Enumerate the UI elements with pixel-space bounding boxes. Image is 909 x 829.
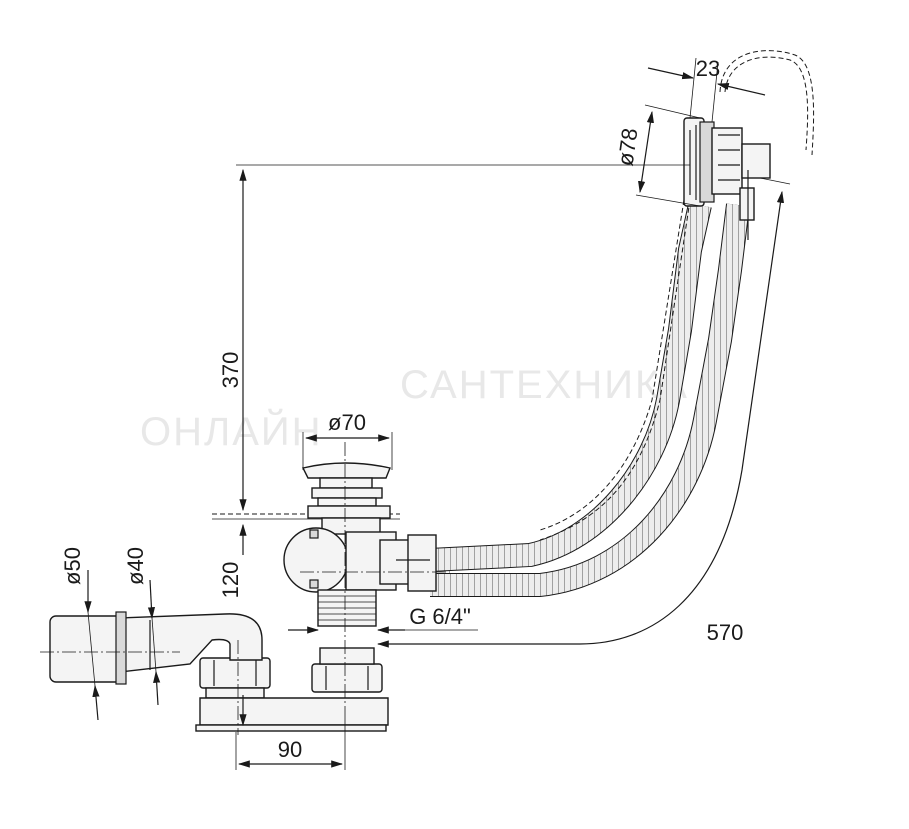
dim-o40-label: ø40 xyxy=(123,547,148,585)
dim-120-label: 120 xyxy=(218,562,243,599)
dim-23-label: 23 xyxy=(696,56,720,81)
dim-o50: ø50 xyxy=(60,547,100,721)
bath-wall-outline-2 xyxy=(719,50,815,156)
watermark-line2: ОНЛАЙН xyxy=(140,408,323,454)
dim-o50-label: ø50 xyxy=(60,547,85,585)
dim-o78-label: ø78 xyxy=(613,126,643,167)
dim-370-label: 370 xyxy=(218,352,243,389)
dim-thread-label: G 6/4" xyxy=(409,604,471,629)
dim-570: 570 xyxy=(376,177,791,648)
drain-valve xyxy=(283,462,437,627)
trap-assembly xyxy=(49,611,389,732)
bath-wall-outline xyxy=(724,56,809,151)
dim-o78: ø78 xyxy=(613,104,701,207)
dim-370: 370 xyxy=(218,164,690,512)
dim-570-label: 570 xyxy=(707,620,744,645)
dim-120: 120 xyxy=(218,523,247,727)
dim-o40: ø40 xyxy=(123,547,161,706)
watermark-line1: САНТЕХНИКА xyxy=(400,363,689,407)
dim-90: 90 xyxy=(235,720,346,770)
dim-o70-label: ø70 xyxy=(328,410,366,435)
dim-o70: ø70 xyxy=(302,410,393,470)
dim-90-label: 90 xyxy=(278,737,302,762)
dim-23: 23 xyxy=(647,56,766,123)
dim-thread: G 6/4" xyxy=(288,604,478,634)
